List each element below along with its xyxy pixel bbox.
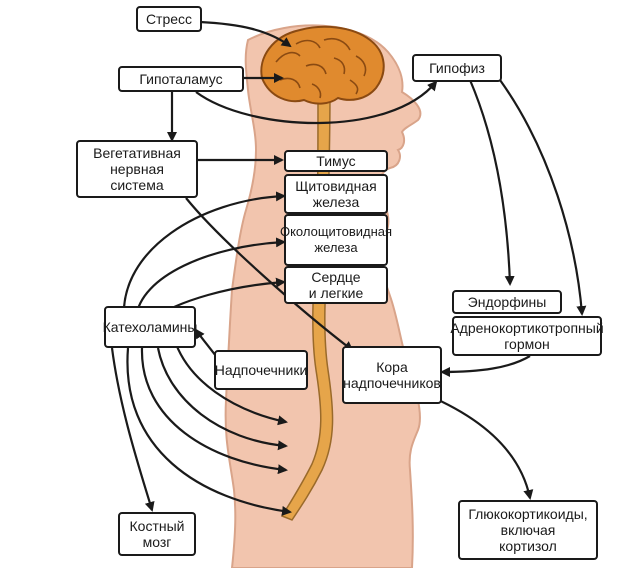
catecholamines-box: Катехоламины — [103, 306, 197, 348]
arrow-catecholamines-to-parathyroid — [134, 237, 286, 319]
arrow-catecholamines-to-bone-marrow — [110, 347, 155, 512]
autonomic-nervous-system-box: Вегетативная нервная система — [76, 140, 198, 198]
pituitary-box: Гипофиз — [412, 54, 502, 82]
bone-marrow-box: Костный мозг — [118, 512, 196, 556]
adrenal-cortex-box: Кора надпочечников — [342, 346, 442, 404]
stress-box: Стресс — [136, 6, 202, 32]
arrow-catecholamines-to-thyroid — [122, 191, 286, 319]
parathyroid-box: Околощитовидная железа — [280, 214, 392, 266]
heart-lungs-box: Сердце и легкие — [284, 266, 388, 304]
arrow-catecholamines-sweep-3 — [140, 347, 288, 475]
endorphins-box: Эндорфины — [452, 290, 562, 314]
arrow-hypothalamus-to-pituitary — [195, 80, 438, 125]
arrow-catecholamines-sweep-1 — [174, 343, 288, 426]
arrow-pituitary-to-acth — [499, 79, 587, 316]
thymus-box: Тимус — [284, 150, 388, 172]
arrow-catecholamines-sweep-2 — [156, 347, 288, 451]
acth-box: Адренокортикотропный гормон — [450, 316, 604, 356]
arrow-catecholamines-sweep-4 — [126, 347, 292, 516]
adrenals-box: Надпочечники — [214, 350, 308, 390]
arrow-stress-to-brain — [199, 20, 292, 48]
thyroid-box: Щитовидная железа — [284, 174, 388, 214]
brain-icon — [260, 25, 385, 105]
hypothalamus-box: Гипоталамус — [118, 66, 244, 92]
arrow-acth-to-adrenal-cortex — [440, 355, 531, 377]
arrow-pituitary-to-endorphins — [468, 79, 515, 286]
arrow-cortex-to-glucocorticoids — [419, 390, 534, 500]
glucocorticoids-box: Глюкокортикоиды, включая кортизол — [458, 500, 598, 560]
